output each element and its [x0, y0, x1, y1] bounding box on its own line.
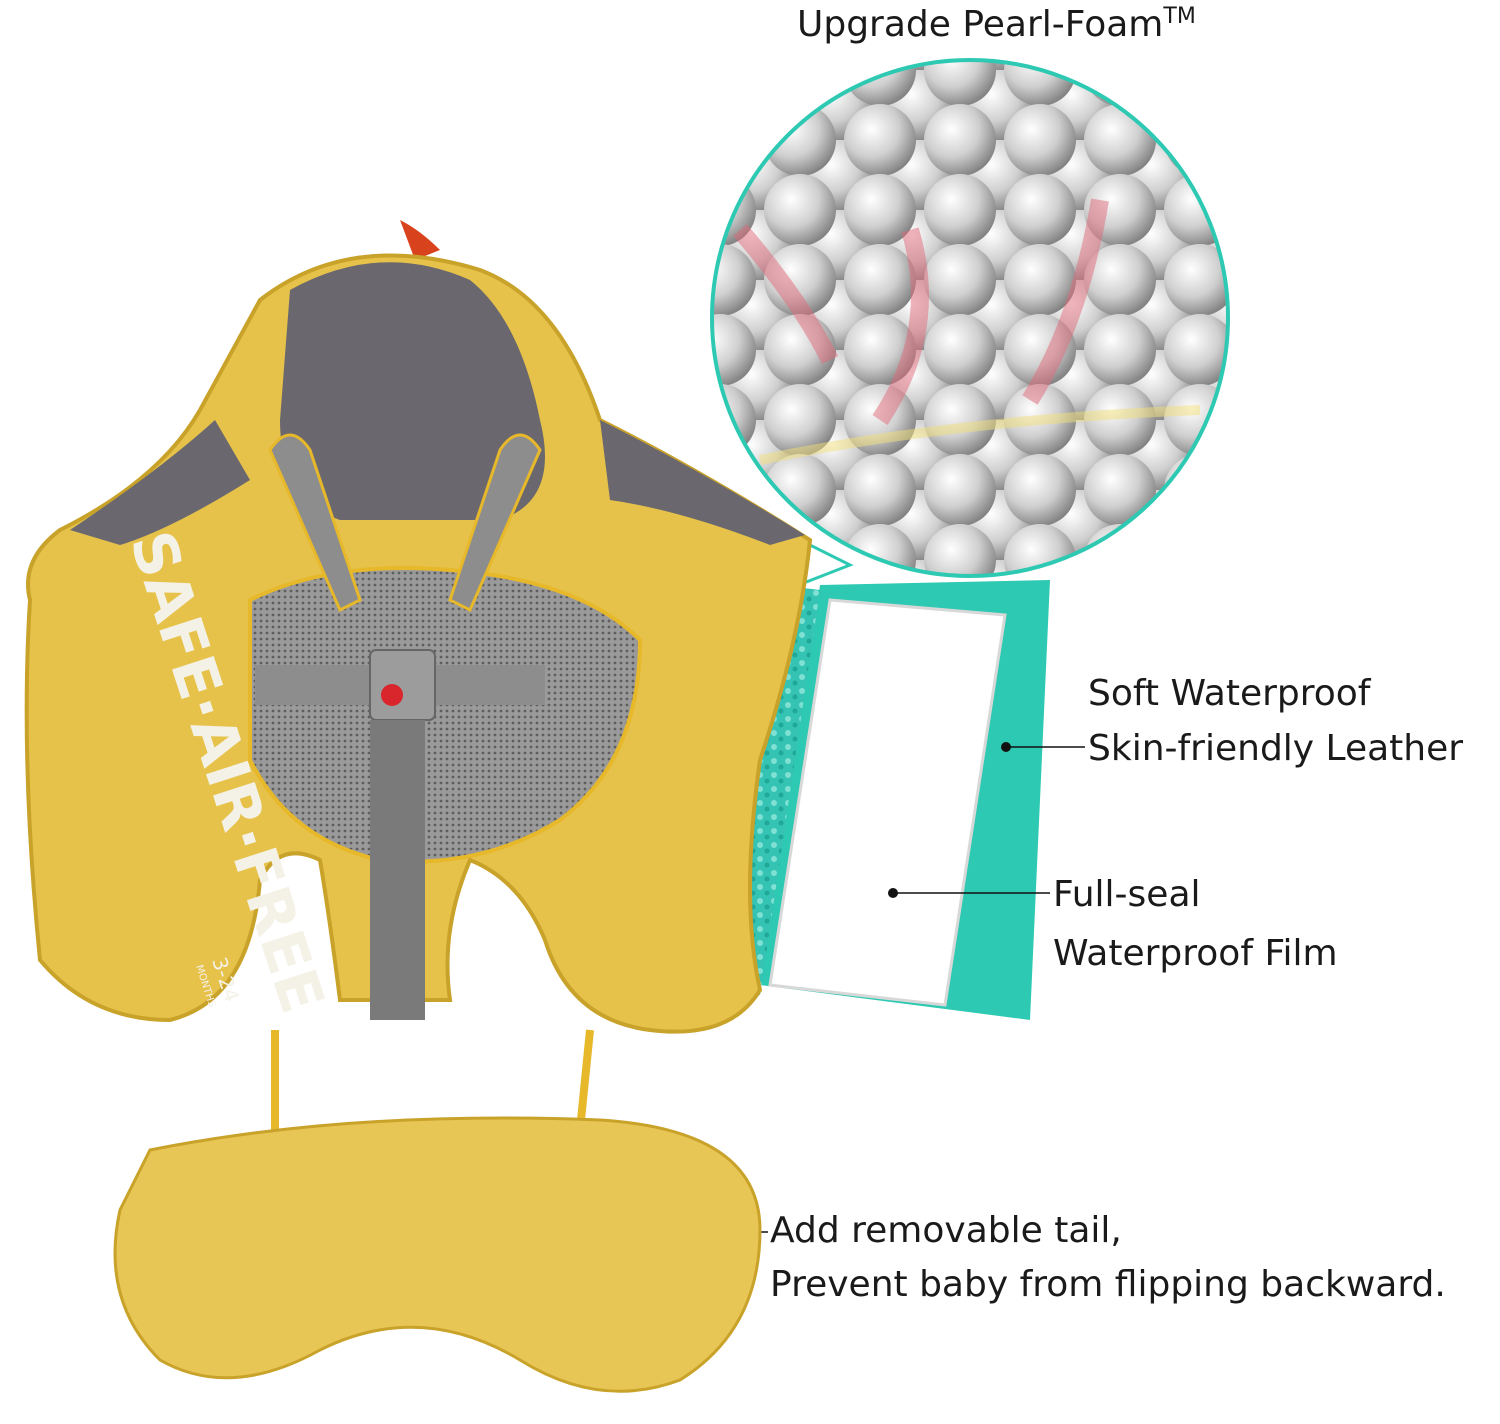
- title-text: Upgrade Pearl-Foam: [797, 4, 1164, 45]
- leather-label-2: Skin-friendly Leather: [1088, 728, 1464, 769]
- tail-label-2: Prevent baby from flipping backward.: [770, 1264, 1446, 1305]
- pearl-foam-magnifier: [710, 58, 1230, 604]
- leather-label-1: Soft Waterproof: [1088, 673, 1371, 714]
- removable-tail: [113, 1116, 762, 1393]
- buckle: [369, 649, 436, 721]
- film-label-1: Full-seal: [1053, 874, 1201, 915]
- film-label-2: Waterproof Film: [1053, 933, 1338, 974]
- trademark: TM: [1163, 4, 1196, 29]
- whistle-tip: [400, 220, 440, 260]
- title: Upgrade Pearl-FoamTM: [797, 6, 1196, 43]
- tail-label-1: Add removable tail,: [770, 1210, 1122, 1251]
- baby-float: SAFE·AIR·FREE 3-24 MONTHS: [24, 220, 813, 1131]
